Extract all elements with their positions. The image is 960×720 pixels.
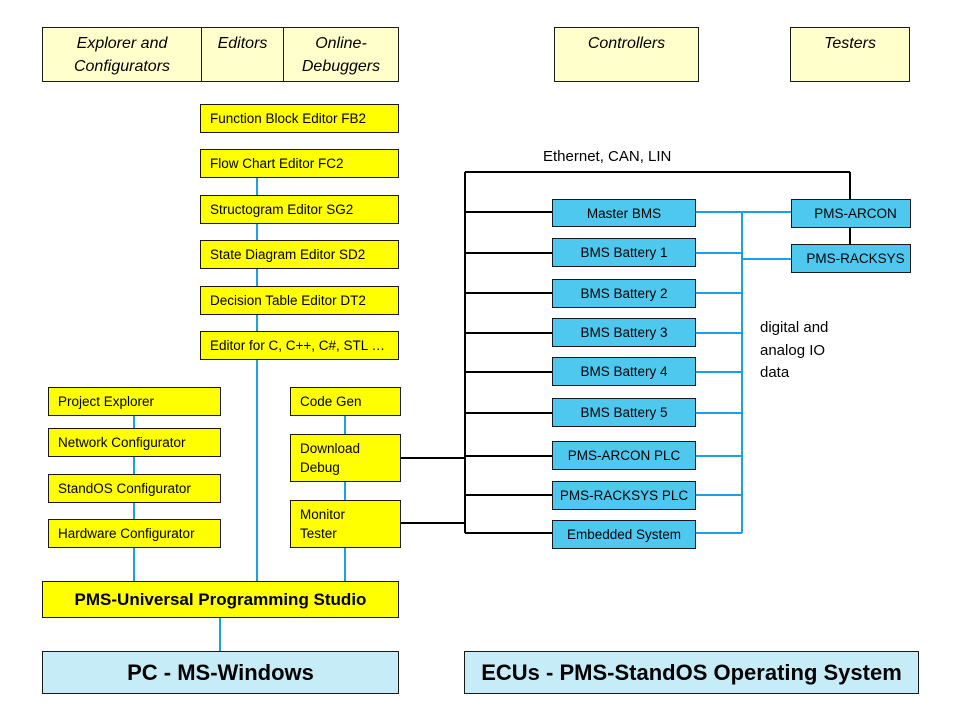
controller-bms-battery-2[interactable]: BMS Battery 2 [552, 279, 696, 308]
code-gen[interactable]: Code Gen [290, 387, 401, 416]
controller-bms-battery-1[interactable]: BMS Battery 1 [552, 238, 696, 267]
header-testers-label: Testers [824, 35, 876, 52]
header-controllers-label: Controllers [587, 35, 666, 52]
editor-sd2[interactable]: State Diagram Editor SD2 [200, 240, 399, 269]
header-explorer-configurators: Explorer and Configurators [42, 27, 202, 82]
tester-pms-racksys[interactable]: PMS-RACKSYS [791, 244, 911, 273]
universal-programming-studio[interactable]: PMS-Universal Programming Studio [42, 581, 399, 618]
header-explorer-label: Explorer and Configurators [73, 35, 171, 75]
header-testers: Testers [790, 27, 910, 82]
header-editors-label: Editors [217, 35, 268, 52]
project-explorer[interactable]: Project Explorer [48, 387, 221, 416]
header-controllers: Controllers [554, 27, 699, 82]
ecus-standos: ECUs - PMS-StandOS Operating System [464, 651, 919, 694]
tester-pms-arcon[interactable]: PMS-ARCON [791, 199, 911, 228]
monitor-tester-label: Monitor Tester [300, 507, 346, 541]
bus-label: Ethernet, CAN, LIN [543, 148, 672, 165]
download-debug-label: Download Debug [300, 441, 361, 475]
pc-ms-windows: PC - MS-Windows [42, 651, 399, 694]
controller-bms-battery-3[interactable]: BMS Battery 3 [552, 318, 696, 347]
header-online-debuggers-label: Online-Debuggers [301, 35, 381, 75]
editor-c-cpp[interactable]: Editor for C, C++, C#, STL … [200, 331, 399, 360]
monitor-tester[interactable]: Monitor Tester [290, 500, 401, 548]
controller-pms-racksys-plc[interactable]: PMS-RACKSYS PLC [552, 481, 696, 510]
editor-sg2[interactable]: Structogram Editor SG2 [200, 195, 399, 224]
hardware-configurator[interactable]: Hardware Configurator [48, 519, 221, 548]
download-debug[interactable]: Download Debug [290, 434, 401, 482]
standos-configurator[interactable]: StandOS Configurator [48, 474, 221, 503]
controller-bms-battery-4[interactable]: BMS Battery 4 [552, 357, 696, 386]
editor-fb2[interactable]: Function Block Editor FB2 [200, 104, 399, 133]
network-configurator[interactable]: Network Configurator [48, 428, 221, 457]
header-editors: Editors [201, 27, 284, 82]
controller-embedded-system[interactable]: Embedded System [552, 520, 696, 549]
io-data-label: digital and analog IO data [760, 319, 829, 381]
editor-dt2[interactable]: Decision Table Editor DT2 [200, 286, 399, 315]
controller-bms-battery-5[interactable]: BMS Battery 5 [552, 398, 696, 427]
controller-master-bms[interactable]: Master BMS [552, 199, 696, 227]
controller-pms-arcon-plc[interactable]: PMS-ARCON PLC [552, 441, 696, 470]
editor-fc2[interactable]: Flow Chart Editor FC2 [200, 149, 399, 178]
header-online-debuggers: Online-Debuggers [283, 27, 399, 82]
